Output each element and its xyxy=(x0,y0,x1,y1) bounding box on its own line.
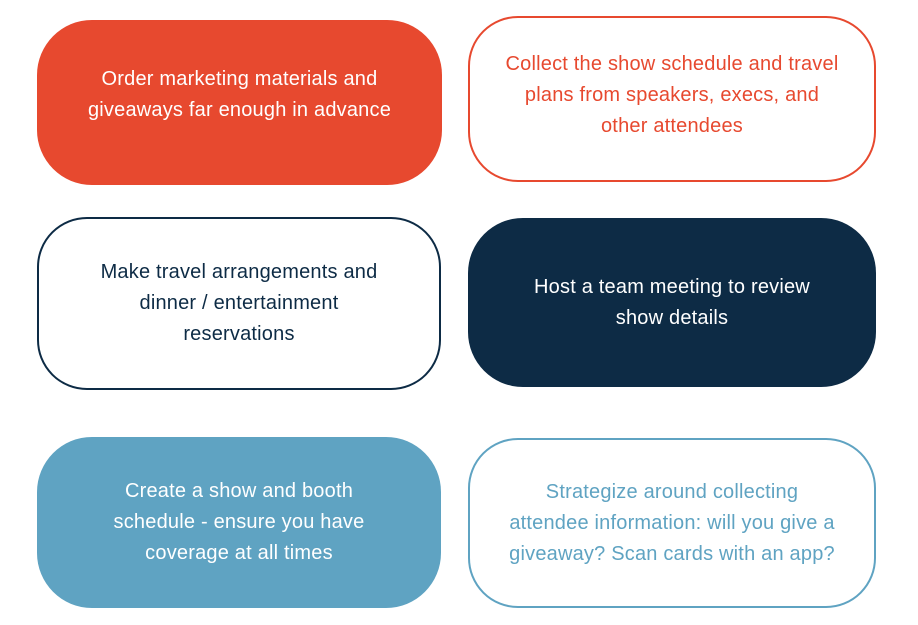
card-create-show-booth-schedule-text: Create a show and boothschedule - ensure… xyxy=(113,480,365,564)
card-make-travel-arrangements: Make travel arrangements anddinner / ent… xyxy=(37,217,441,390)
card-host-team-meeting-text: Host a team meeting to reviewshow detail… xyxy=(534,275,810,329)
card-order-marketing-materials: Order marketing materials andgiveaways f… xyxy=(37,20,442,185)
card-collect-show-schedule: Collect the show schedule and travelplan… xyxy=(468,16,876,182)
card-collect-show-schedule-text: Collect the show schedule and travelplan… xyxy=(505,52,839,137)
card-strategize-attendee-info-text: Strategize around collectingattendee inf… xyxy=(509,480,835,565)
card-strategize-attendee-info: Strategize around collectingattendee inf… xyxy=(468,438,876,608)
card-make-travel-arrangements-text: Make travel arrangements anddinner / ent… xyxy=(100,261,378,345)
card-host-team-meeting: Host a team meeting to reviewshow detail… xyxy=(468,218,876,387)
card-create-show-booth-schedule: Create a show and boothschedule - ensure… xyxy=(37,437,441,608)
card-order-marketing-materials-text: Order marketing materials andgiveaways f… xyxy=(87,67,392,121)
